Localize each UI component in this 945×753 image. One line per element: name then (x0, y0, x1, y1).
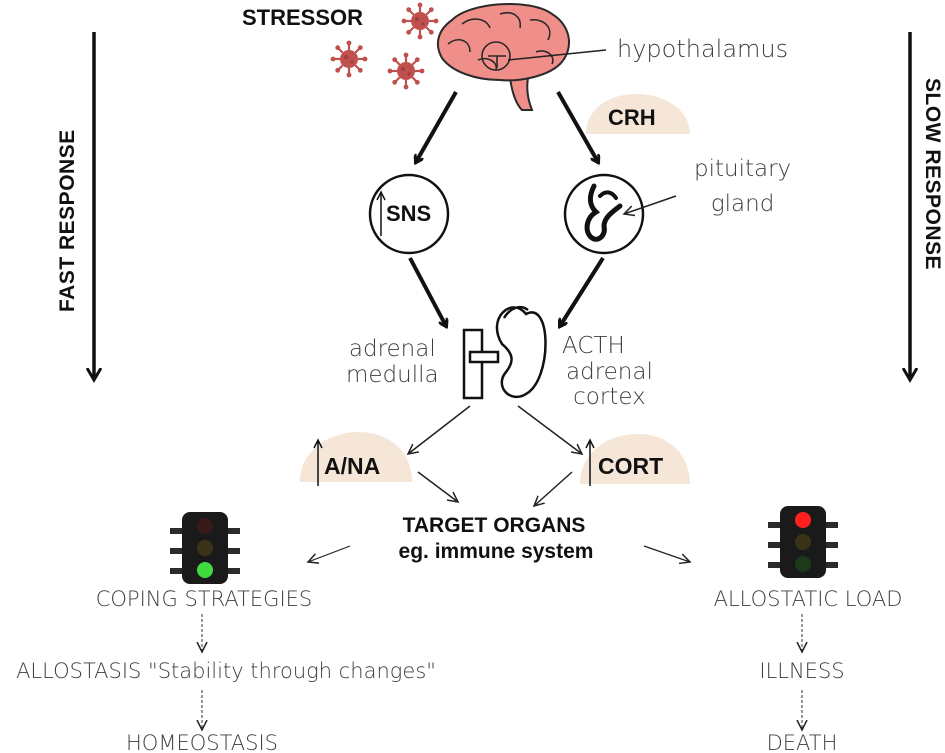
pituitary-gland-icon (584, 183, 623, 242)
hypothalamus-label: hypothalamus (617, 35, 789, 63)
slow-response-label: SLOW RESPONSE (921, 78, 944, 271)
pituitary-pointer (624, 195, 677, 214)
ana-label: A/NA (324, 453, 381, 479)
target-to-coping-arrow (308, 545, 351, 562)
increase-icon (585, 438, 595, 486)
illness-label: ILLNESS (759, 659, 845, 683)
coping-strategies-label: COPING STRATEGIES (95, 587, 313, 611)
increase-icon (376, 190, 386, 236)
immune-system-label: eg. immune system (398, 540, 594, 563)
ana-badge (300, 432, 412, 482)
brain-to-sns-arrow (416, 91, 458, 162)
pituitary-to-adrenal-arrow (560, 256, 605, 326)
hypothalamus-pointer (507, 49, 607, 61)
traffic-light-icon (768, 506, 838, 578)
allostatic-load-label: ALLOSTATIC LOAD (713, 587, 903, 611)
brain-to-pituitary-arrow (556, 91, 598, 162)
brain-icon (436, 3, 571, 111)
cort-badge (580, 434, 690, 484)
sns-circle (368, 173, 450, 255)
traffic-light-icon (170, 512, 240, 584)
sns-label: SNS (386, 201, 432, 226)
cort-label: CORT (598, 453, 664, 479)
stressor-label: STRESSOR (242, 5, 364, 30)
cort-to-target-arrow (534, 471, 573, 506)
adrenal-to-ana-arrow (408, 405, 471, 454)
adrenal-cortex-label: adrenal cortex (566, 359, 653, 411)
death-label: DEATH (766, 731, 838, 753)
adrenal-to-cort-arrow (517, 405, 582, 454)
homeostasis-label: HOMEOSTASIS (126, 731, 278, 753)
adrenal-medulla-label: adrenal medulla (346, 336, 439, 389)
ana-to-target-arrow (417, 471, 458, 502)
fast-response-label: FAST RESPONSE (56, 129, 79, 312)
target-organs-label: TARGET ORGANS (402, 514, 586, 537)
kidney-adrenal-icon (462, 306, 547, 400)
crh-badge (586, 94, 690, 134)
allostasis-label: ALLOSTASIS "Stability through changes" (16, 659, 436, 683)
crh-label: CRH (608, 105, 656, 130)
sns-to-adrenal-arrow (408, 257, 446, 326)
pituitary-label: pituitary gland (694, 156, 792, 217)
target-to-allostatic-arrow (643, 545, 690, 562)
acth-label: ACTH (562, 333, 625, 359)
increase-icon (313, 438, 323, 486)
pituitary-circle (563, 173, 645, 255)
